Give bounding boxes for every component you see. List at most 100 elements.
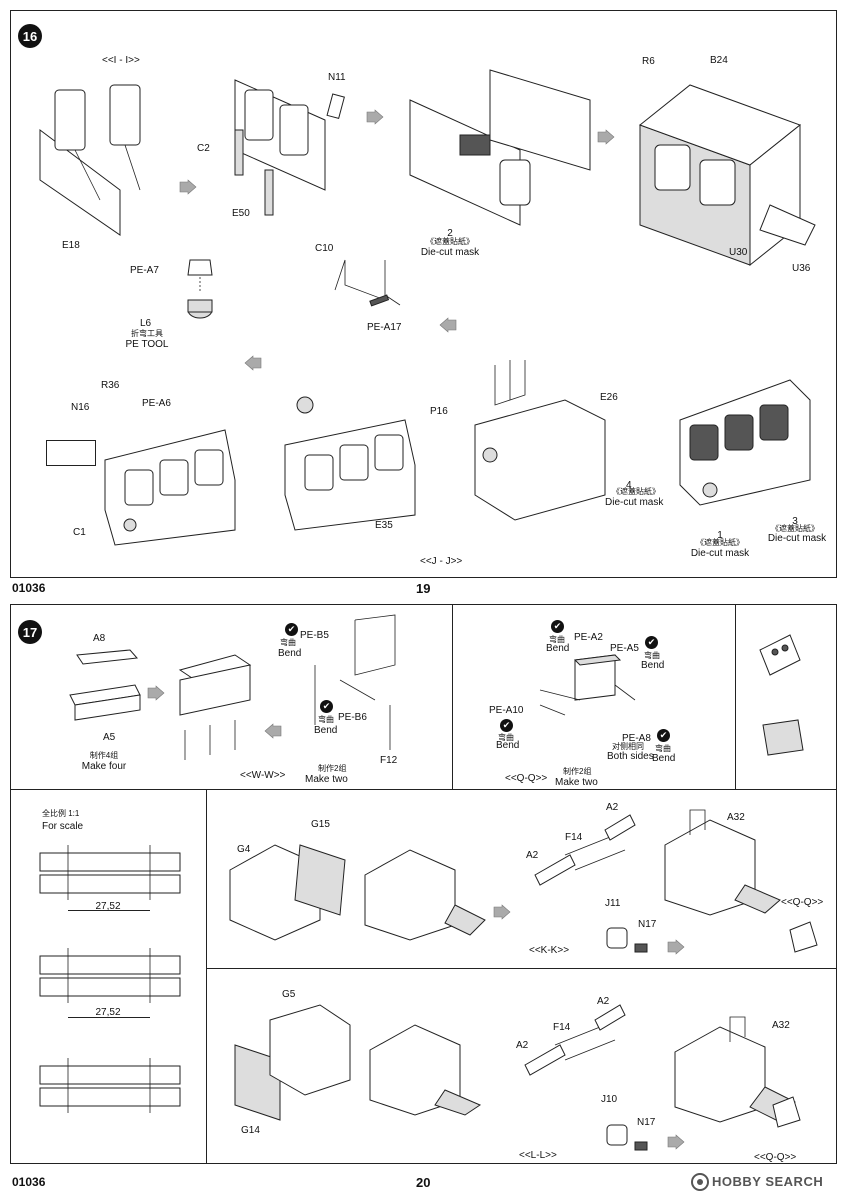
dimension-line: [68, 910, 150, 911]
part-label: A2: [516, 1040, 529, 1051]
part-label: J11: [605, 898, 621, 909]
mask-label-cn: 《遮蓋貼紙》: [696, 538, 744, 547]
bend-label-cn: 弯曲: [655, 744, 671, 753]
scale-label-cn: 全比例 1:1: [42, 809, 80, 818]
step-arrow: [439, 317, 457, 333]
bend-label-cn: 弯曲: [280, 638, 296, 647]
mask-number: 2: [447, 228, 453, 239]
step-16-badge: 16: [18, 24, 42, 48]
step-arrow: [667, 939, 685, 955]
divider-horizontal: [206, 968, 837, 969]
make-two-en: Make two: [555, 777, 598, 788]
scale-rack-drawing-1: [39, 845, 181, 900]
mask-label-en: Die-cut mask: [767, 533, 827, 544]
scale-label-en: For scale: [42, 821, 84, 832]
bend-check-icon: ✔: [285, 623, 298, 636]
step-arrow: [264, 723, 282, 739]
make-four-cn: 制作4组: [89, 751, 119, 760]
mask-label-cn: 《遮蓋貼紙》: [771, 524, 819, 533]
part-label: A2: [597, 996, 610, 1007]
part-label: A32: [727, 812, 745, 823]
bend-label-en: Bend: [652, 753, 676, 764]
part-label: PE-A8: [622, 733, 651, 744]
mask-label-en: Die-cut mask: [420, 247, 480, 258]
part-label: P16: [430, 406, 448, 417]
bend-label-cn: 弯曲: [498, 733, 514, 742]
step-arrow: [597, 129, 615, 145]
part-label: G14: [241, 1125, 260, 1136]
scale-rack-drawing-2: [39, 948, 181, 1003]
view-label: <<Q-Q>>: [505, 773, 548, 784]
part-label: A5: [103, 732, 116, 743]
product-code: 01036: [12, 1175, 46, 1189]
dimension-label: 27,52: [95, 1007, 121, 1018]
detail-inset: [46, 440, 96, 466]
part-label: PE-A2: [574, 632, 603, 643]
part-label: R36: [101, 380, 120, 391]
handle-c10-drawing: [334, 259, 401, 307]
make-two-cn: 制作2组: [318, 764, 347, 773]
part-label: E50: [232, 208, 250, 219]
box-k-assembled-drawing: [364, 849, 486, 941]
part-label: N17: [637, 1117, 656, 1128]
part-label: G15: [311, 819, 330, 830]
bend-label-en: Bend: [641, 660, 665, 671]
mask-number: 1: [717, 530, 723, 541]
view-label: <<W-W>>: [240, 770, 286, 781]
page-number: 19: [416, 581, 431, 596]
bend-check-icon: ✔: [645, 636, 658, 649]
frame-f12-drawing: [314, 614, 396, 750]
bend-label-en: Bend: [314, 725, 338, 736]
step-arrow: [147, 685, 165, 701]
part-label: U30: [729, 247, 748, 258]
part-label: PE-A5: [610, 643, 639, 654]
mask-label-cn: 《遮蓋貼紙》: [612, 487, 660, 496]
bend-label-cn: 弯曲: [318, 715, 334, 724]
bend-check-icon: ✔: [551, 620, 564, 633]
tool-label-cn: 折弯工具: [131, 329, 163, 338]
watermark-logo-icon: [691, 1173, 709, 1191]
divider-vertical: [735, 604, 736, 789]
part-j11-drawing: [606, 927, 648, 953]
mask-label-en: Die-cut mask: [690, 548, 750, 559]
dimension-line: [68, 1017, 150, 1018]
part-label: PE-A10: [489, 705, 524, 716]
seat-frames-assembly-drawing: [234, 79, 345, 216]
scale-rack-drawing-3: [39, 1058, 181, 1113]
part-label: N17: [638, 919, 657, 930]
part-label: A2: [526, 850, 539, 861]
view-label: <<Q-Q>>: [781, 897, 824, 908]
bend-check-icon: ✔: [320, 700, 333, 713]
cab-frame-drawing: [474, 360, 606, 521]
part-label: A8: [93, 633, 106, 644]
make-two-cn: 制作2组: [563, 767, 592, 776]
part-label: E18: [62, 240, 80, 251]
step-arrow: [493, 904, 511, 920]
watermark: HOBBY SEARCH: [712, 1174, 824, 1189]
part-label: G4: [237, 844, 251, 855]
box-g5-drawing: [234, 1004, 351, 1121]
part-label: PE-A17: [367, 322, 402, 333]
pe-detail-bottom-drawing: [762, 719, 804, 756]
part-label: N11: [328, 72, 346, 83]
part-label: E26: [600, 392, 618, 403]
part-label: N16: [71, 402, 90, 413]
part-label: C2: [197, 143, 210, 154]
pe-detail-top-drawing: [759, 634, 801, 676]
side-panel-drawing: [409, 69, 591, 226]
both-sides-cn: 对侧相同: [612, 742, 644, 751]
part-q-detail-l: [772, 1096, 801, 1128]
step-arrow: [179, 179, 197, 195]
step-arrow: [244, 355, 262, 371]
part-label: J10: [601, 1094, 618, 1105]
part-label: U36: [792, 263, 811, 274]
cab-rear-drawing: [638, 84, 816, 267]
pe-tool-drawing: [187, 259, 213, 319]
part-j10-drawing: [606, 1124, 648, 1151]
cab-front-drawing: [679, 379, 811, 506]
divider-horizontal: [10, 789, 837, 790]
pe-bracket-drawing: [539, 654, 636, 716]
part-label: F12: [380, 755, 398, 766]
step-arrow: [667, 1134, 685, 1150]
bend-check-icon: ✔: [657, 729, 670, 742]
